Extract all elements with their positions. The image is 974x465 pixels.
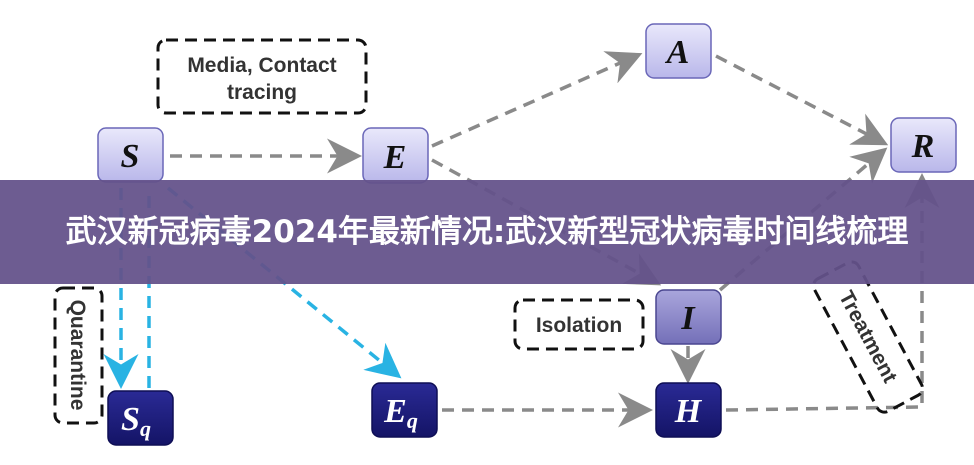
quarantine-box (53, 286, 104, 425)
media-label-line2: tracing (227, 81, 297, 104)
svg-text:S: S (121, 138, 140, 175)
svg-text:H: H (674, 393, 703, 430)
treatment-label: Treatment (834, 287, 901, 386)
node-sq[interactable]: Sq (107, 390, 174, 446)
treatment-box (812, 260, 924, 414)
media-contact-box (156, 38, 368, 115)
title-banner: 武汉新冠病毒2024年最新情况:武汉新型冠状病毒时间线梳理 (0, 180, 974, 284)
node-s[interactable]: S (97, 127, 164, 183)
svg-text:Eq: Eq (383, 393, 418, 433)
svg-text:Sq: Sq (121, 401, 151, 441)
svg-text:A: A (665, 34, 690, 71)
isolation-label: Isolation (536, 314, 622, 337)
node-a[interactable]: A (645, 23, 712, 79)
banner-title: 武汉新冠病毒2024年最新情况:武汉新型冠状病毒时间线梳理 (65, 214, 909, 250)
node-eq[interactable]: Eq (371, 382, 438, 438)
svg-text:R: R (911, 128, 935, 165)
media-label-line1: Media, Contact (187, 54, 336, 77)
node-i[interactable]: I (655, 289, 722, 345)
node-r[interactable]: R (890, 117, 957, 173)
node-e[interactable]: E (362, 127, 429, 184)
quarantine-label: Quarantine (66, 300, 89, 411)
svg-text:E: E (383, 139, 407, 176)
isolation-box (513, 298, 645, 351)
svg-text:I: I (680, 300, 696, 337)
arrow-a-to-r (715, 54, 889, 146)
arrow-e-to-a (431, 51, 643, 148)
node-h[interactable]: H (655, 382, 722, 438)
